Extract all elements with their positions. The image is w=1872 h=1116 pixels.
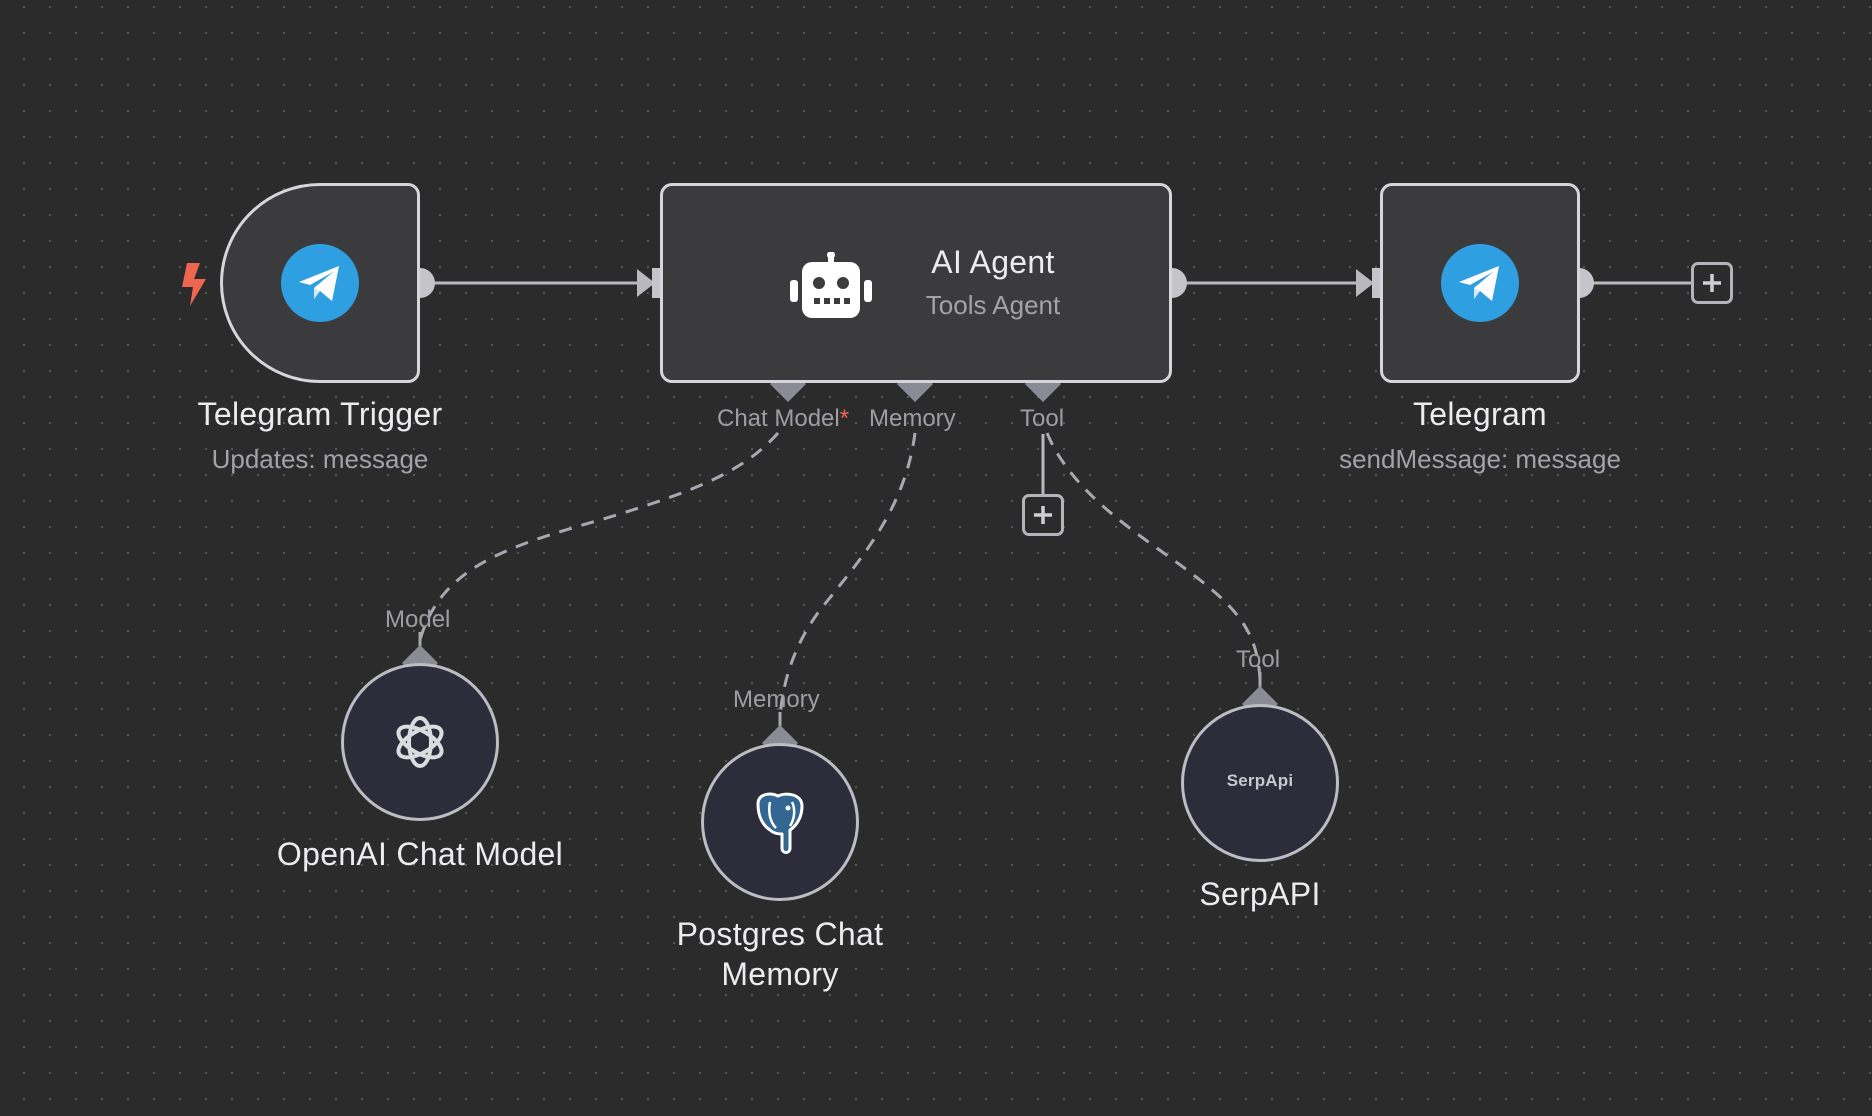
telegram-title: Telegram: [1412, 396, 1547, 432]
robot-icon: [790, 252, 872, 318]
agent-subtitle: Tools Agent: [925, 290, 1061, 320]
serpapi-port-label: Tool: [1236, 646, 1281, 673]
required-marker: *: [839, 405, 850, 432]
connection-memory-to-postgres[interactable]: [778, 432, 917, 719]
serpapi-logo: SerpApi: [1226, 771, 1294, 790]
trigger-subtitle: Updates: message: [211, 444, 429, 474]
postgres-port-label: Memory: [733, 686, 820, 713]
telegram-subtitle: sendMessage: message: [1339, 444, 1621, 474]
postgres-title-line2: Memory: [721, 956, 839, 992]
connection-arrow-agent: [637, 269, 655, 297]
postgres-chat-memory-node[interactable]: [701, 743, 859, 901]
plus-icon: [1034, 506, 1052, 524]
tool-port-label: Tool: [1020, 405, 1065, 432]
plus-icon: [1703, 274, 1721, 292]
connection-chat-model-to-openai[interactable]: [418, 432, 780, 641]
add-node-button[interactable]: [1691, 262, 1733, 304]
connection-arrow-telegram: [1356, 269, 1374, 297]
openai-port-label: Model: [385, 606, 451, 633]
trigger-title: Telegram Trigger: [197, 396, 443, 432]
serpapi-title: SerpAPI: [1199, 876, 1321, 912]
postgres-title-line1: Postgres Chat: [676, 916, 884, 952]
telegram-trigger-node[interactable]: [220, 183, 420, 383]
openai-title: OpenAI Chat Model: [276, 836, 564, 872]
agent-title: AI Agent: [931, 244, 1055, 280]
postgres-elephant-icon: [756, 792, 804, 854]
telegram-icon: [281, 244, 359, 322]
memory-port-label: Memory: [869, 405, 956, 432]
serpapi-node[interactable]: SerpApi: [1181, 704, 1339, 862]
ai-agent-node[interactable]: AI Agent Tools Agent: [660, 183, 1172, 383]
chat-model-port-label: Chat Model*: [717, 405, 850, 432]
connection-tool-to-serpapi[interactable]: [1045, 432, 1262, 681]
openai-chat-model-node[interactable]: [341, 663, 499, 821]
telegram-icon: [1441, 244, 1519, 322]
telegram-node[interactable]: [1380, 183, 1580, 383]
add-tool-button[interactable]: [1022, 494, 1064, 536]
lightning-bolt-icon: [182, 263, 206, 306]
openai-icon: [396, 716, 444, 768]
